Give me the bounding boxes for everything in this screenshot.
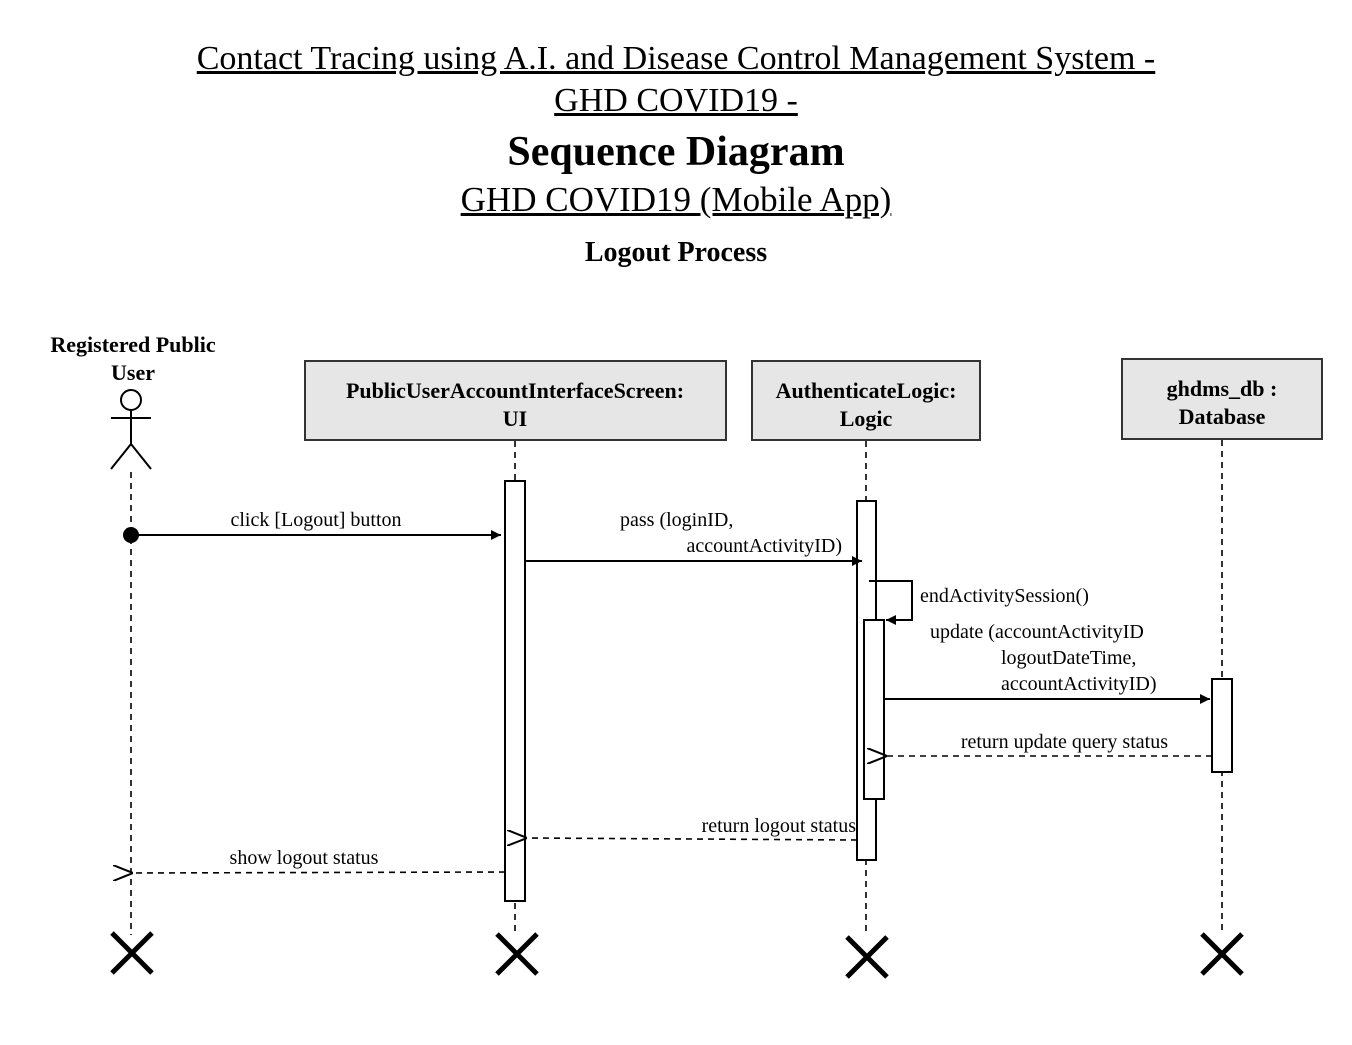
- activation-ui: [504, 480, 526, 902]
- activation-database: [1211, 678, 1233, 773]
- participant-logic-label-line-2: Logic: [840, 406, 893, 431]
- destroy-actor-icon: [110, 931, 154, 975]
- message-label: show logout status: [230, 847, 379, 869]
- message-label: return update query status: [961, 731, 1168, 753]
- message-label: return logout status: [702, 815, 857, 837]
- message-label-line-2: logoutDateTime,: [1001, 647, 1136, 669]
- app-name-heading: GHD COVID19 (Mobile App): [460, 180, 892, 219]
- participant-db-label-line-2: Database: [1179, 404, 1266, 429]
- message-label-line-2: accountActivityID): [687, 535, 843, 557]
- message-update: update (accountActivityID logoutDateTime…: [884, 621, 1210, 704]
- diagram-type-heading: Sequence Diagram: [507, 129, 845, 175]
- participant-ui: PublicUserAccountInterfaceScreen: UI: [304, 360, 727, 441]
- title-line-2: GHD COVID19 -: [554, 82, 798, 119]
- participant-ui-label-line-2: UI: [503, 406, 527, 431]
- title-line-1: Contact Tracing using A.I. and Disease C…: [196, 40, 1156, 77]
- participant-database: ghdms_db : Database: [1121, 358, 1323, 440]
- participant-logic-label-line-1: AuthenticateLogic:: [776, 378, 957, 403]
- participant-db-label-line-1: ghdms_db :: [1167, 376, 1278, 401]
- destroy-ui-icon: [495, 932, 539, 976]
- message-label-line-3: accountActivityID): [1001, 673, 1157, 695]
- participant-ui-label-line-1: PublicUserAccountInterfaceScreen:: [346, 378, 684, 403]
- message-label: endActivitySession(): [920, 585, 1089, 607]
- activation-logic-nested: [863, 619, 885, 800]
- message-show-logout-status: show logout status: [133, 847, 506, 873]
- destroy-logic-icon: [845, 935, 889, 979]
- participant-logic: AuthenticateLogic: Logic: [751, 360, 981, 441]
- message-return-logout-status: return logout status: [527, 815, 858, 840]
- message-pass-login: pass (loginID, accountActivityID): [526, 509, 862, 566]
- actor-label-line-1: Registered Public: [50, 332, 215, 357]
- actor-registered-public-user: Registered Public User: [50, 332, 216, 470]
- process-heading: Logout Process: [584, 237, 768, 268]
- message-end-activity-session: endActivitySession(): [869, 580, 1089, 625]
- destroy-database-icon: [1200, 932, 1244, 976]
- actor-label-line-2: User: [111, 360, 155, 385]
- message-return-update-status: return update query status: [887, 731, 1212, 756]
- message-click-logout: click [Logout] button: [123, 509, 501, 543]
- message-label-line-1: update (accountActivityID: [930, 621, 1144, 643]
- message-label: click [Logout] button: [230, 509, 401, 531]
- message-label-line-1: pass (loginID,: [620, 509, 733, 531]
- stick-figure-icon: [110, 389, 152, 470]
